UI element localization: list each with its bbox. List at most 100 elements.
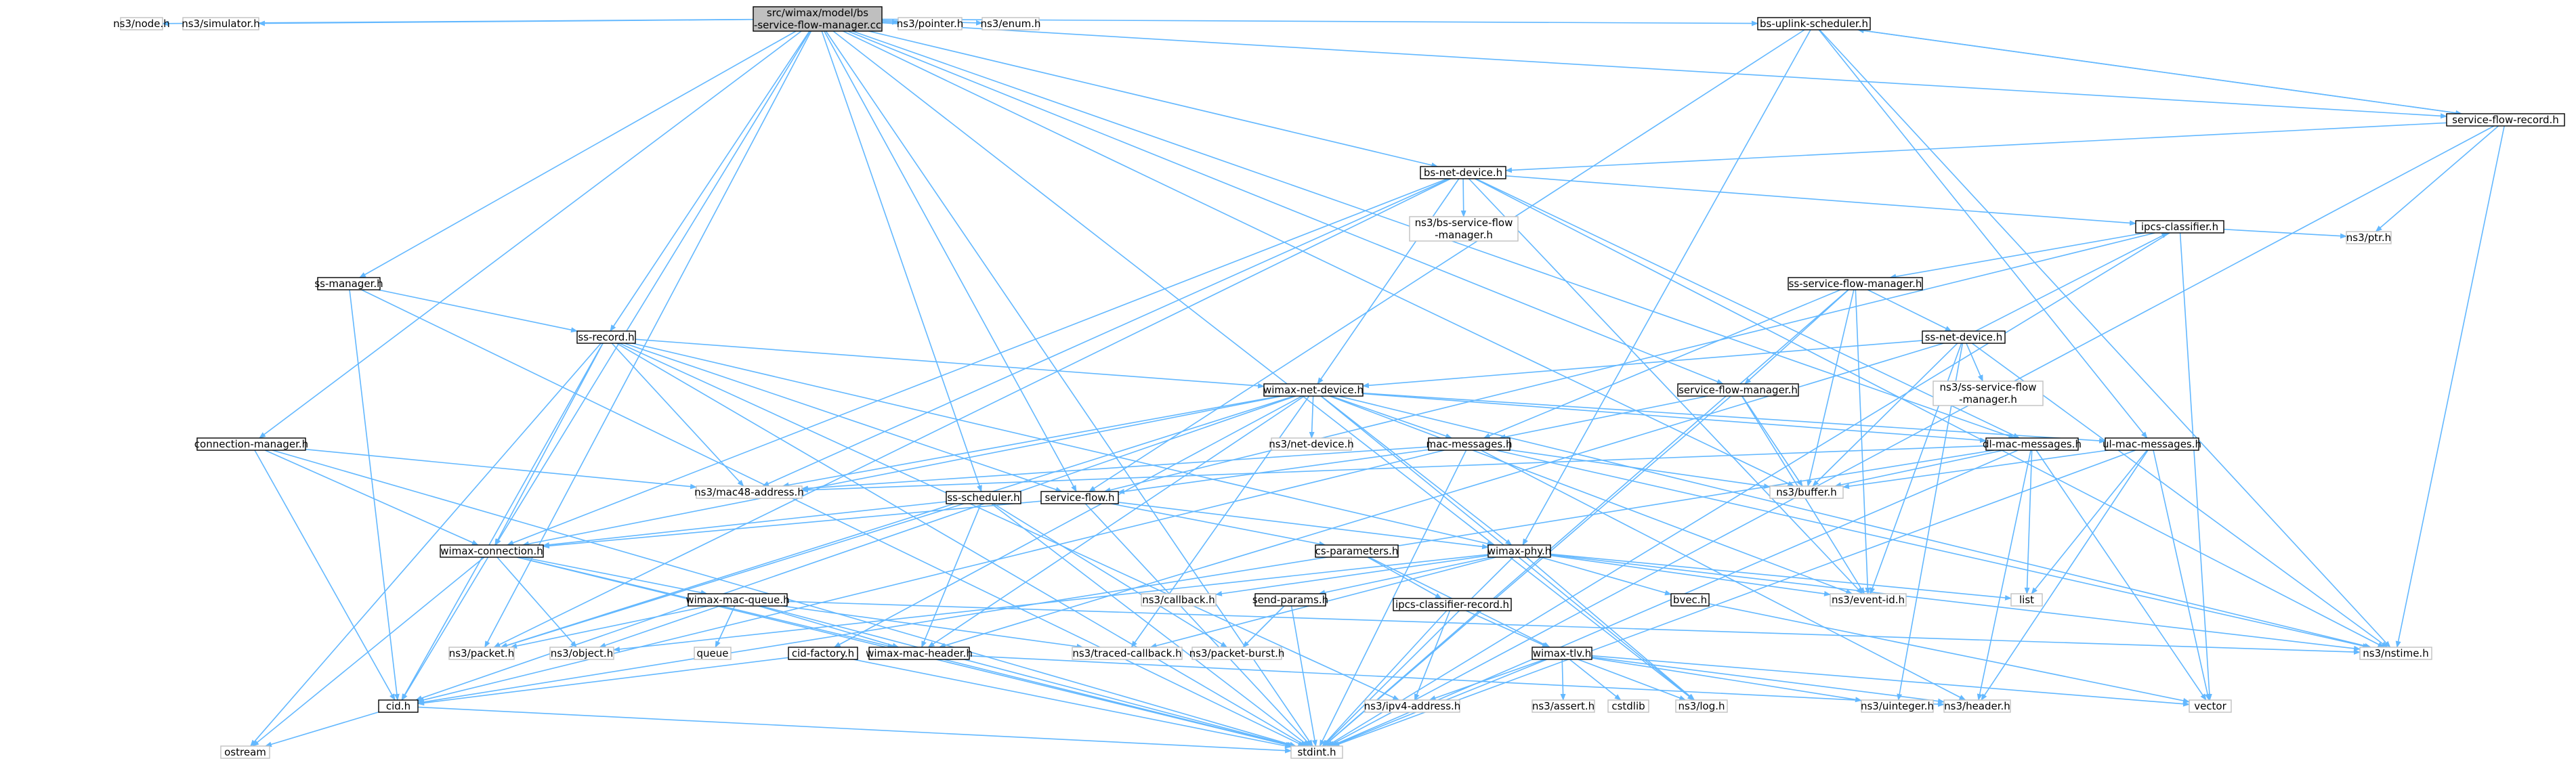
edge-wtlv-to-ipv4 — [1429, 659, 1545, 701]
edge-root-to-buffer — [843, 30, 1795, 487]
node-label: ipcs-classifier.h — [2141, 221, 2218, 233]
nodes-layer: src/wimax/model/bs-service-flow-manager.… — [113, 6, 2565, 759]
node-box — [1675, 699, 1728, 713]
node-csparam[interactable]: cs-parameters.h — [1315, 544, 1399, 558]
node-bvec[interactable]: bvec.h — [1670, 593, 1710, 607]
edge-ssrec-to-wnet — [635, 339, 1265, 389]
node-box — [1532, 647, 1592, 660]
node-sendp[interactable]: send-params.h — [1252, 593, 1328, 607]
node-box — [1315, 544, 1399, 558]
node-box — [1409, 216, 1519, 242]
node-sfm[interactable]: service-flow-manager.h — [1677, 383, 1799, 397]
node-label: ns3/buffer.h — [1776, 486, 1837, 498]
node-ipv4: ns3/ipv4-address.h — [1364, 699, 1460, 713]
edge-ssrec-to-wconn — [494, 343, 604, 546]
edge-wnet-to-ulmac — [1362, 392, 2106, 443]
node-macmsg[interactable]: mac-messages.h — [1427, 437, 1513, 451]
node-wmh[interactable]: wimax-mac-header.h — [866, 647, 973, 660]
node-dlmac[interactable]: dl-mac-messages.h — [1983, 437, 2082, 451]
node-wnet[interactable]: wimax-net-device.h — [1263, 383, 1364, 397]
edge-sssched-to-wconn — [543, 501, 947, 548]
edge-root-to-wconn — [494, 30, 811, 546]
node-wphy[interactable]: wimax-phy.h — [1487, 544, 1552, 558]
node-label: -service-flow-manager.cc — [754, 19, 881, 31]
node-connman[interactable]: connection-manager.h — [194, 437, 308, 451]
edge-bsul-to-wphy — [1522, 29, 1811, 546]
node-label: stdint.h — [1297, 746, 1336, 758]
edge-ulmac-to-vector — [2153, 450, 2210, 701]
node-label: ns3/log.h — [1678, 700, 1725, 712]
node-label: bvec.h — [1673, 594, 1707, 606]
node-cid[interactable]: cid.h — [378, 699, 419, 713]
node-box — [946, 491, 1021, 504]
edge-dlmac-to-buffer — [1834, 450, 2004, 488]
node-label: ns3/simulator.h — [182, 18, 260, 30]
node-box — [1532, 699, 1595, 713]
edge-wmq-to-packet — [510, 605, 709, 649]
edge-macmsg-to-nstime — [1496, 450, 2370, 649]
node-ipcsrec[interactable]: ipcs-classifier-record.h — [1393, 598, 1512, 611]
edge-sfrec-to-ptr — [2375, 125, 2499, 232]
edge-connman-to-wconn — [264, 450, 479, 546]
node-box — [898, 17, 963, 30]
edge-wconn-to-ostream — [252, 557, 485, 747]
node-nsssfm: ns3/ss-service-flow-manager.h — [1933, 380, 2044, 406]
edge-sssfm-to-macmsg — [1483, 289, 1841, 439]
node-sfrec[interactable]: service-flow-record.h — [2446, 113, 2565, 127]
node-enum: ns3/enum.h — [980, 17, 1041, 30]
edge-wphy-to-callback — [1215, 554, 1489, 596]
edge-sfm-to-macmsg — [1498, 395, 1708, 440]
node-label: ns3/mac48-address.h — [694, 486, 804, 498]
node-label: -manager.h — [1435, 229, 1493, 241]
node-log: ns3/log.h — [1675, 699, 1728, 713]
edge-ssnet-to-buffer — [1812, 343, 1958, 487]
node-bsnet[interactable]: bs-net-device.h — [1420, 166, 1506, 179]
edge-wmh-to-header — [969, 655, 1945, 707]
edge-root-to-sfrec — [881, 22, 2447, 119]
node-label: ipcs-classifier-record.h — [1395, 598, 1509, 611]
node-label: wimax-net-device.h — [1263, 384, 1364, 396]
node-sflow[interactable]: service-flow.h — [1040, 491, 1119, 504]
node-wmq[interactable]: wimax-mac-queue.h — [685, 593, 790, 607]
node-root[interactable]: src/wimax/model/bs-service-flow-manager.… — [753, 6, 883, 32]
node-wconn[interactable]: wimax-connection.h — [440, 544, 544, 558]
node-box — [1487, 544, 1551, 558]
node-cidfac[interactable]: cid-factory.h — [788, 647, 858, 660]
node-box — [788, 647, 858, 660]
node-label: ns3/enum.h — [980, 18, 1040, 30]
node-box — [1933, 380, 2044, 406]
node-ssnet[interactable]: ss-net-device.h — [1922, 330, 2006, 344]
node-bsul[interactable]: bs-uplink-scheduler.h — [1757, 17, 1871, 30]
edge-bsnet-to-wnet — [1317, 178, 1460, 385]
edge-wnet-to-mac48 — [782, 395, 1280, 488]
node-label: bs-net-device.h — [1424, 167, 1502, 179]
node-ipcs[interactable]: ipcs-classifier.h — [2135, 220, 2224, 234]
edge-wconn-to-cid — [401, 557, 489, 701]
node-uint: ns3/uinteger.h — [1861, 699, 1934, 713]
node-ssrec[interactable]: ss-record.h — [576, 330, 636, 344]
node-label: service-flow-manager.h — [1678, 384, 1798, 396]
edge-root-to-ssman — [359, 30, 797, 278]
node-sssfm[interactable]: ss-service-flow-manager.h — [1788, 277, 1923, 290]
node-box — [1943, 699, 2011, 713]
node-nstime: ns3/nstime.h — [2359, 647, 2432, 660]
node-label: ul-mac-messages.h — [2103, 438, 2201, 450]
edge-dlmac-to-vector — [2035, 450, 2207, 701]
node-ssman[interactable]: ss-manager.h — [314, 277, 383, 290]
edge-cid-to-ostream — [264, 711, 379, 747]
edge-root-to-simulator — [258, 18, 754, 26]
edge-macmsg-to-sflow — [1118, 449, 1429, 494]
node-box — [2346, 231, 2392, 244]
node-ulmac[interactable]: ul-mac-messages.h — [2103, 437, 2201, 451]
node-box — [1985, 437, 2079, 451]
edge-bsnet-to-eventid — [1468, 178, 1863, 594]
node-box — [196, 437, 306, 451]
node-sssched[interactable]: ss-scheduler.h — [946, 491, 1021, 504]
node-box — [220, 745, 270, 759]
edge-ssnet-to-nsssfm — [1966, 343, 1983, 382]
edge-ipcsrec-to-ipv4 — [1414, 610, 1451, 701]
node-wtlv[interactable]: wimax-tlv.h — [1532, 647, 1592, 660]
node-ostream: ostream — [220, 745, 270, 759]
edge-root-to-stdint — [825, 30, 1313, 747]
node-label: src/wimax/model/bs — [767, 7, 868, 19]
